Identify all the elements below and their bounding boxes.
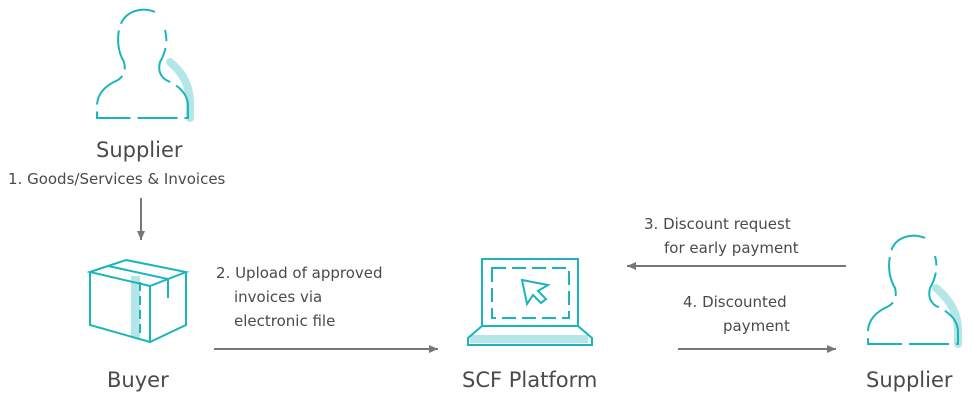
step2-label-line1: 2. Upload of approved	[216, 264, 383, 282]
step4-label-line1: 4. Discounted	[683, 293, 787, 311]
supplier-top-person-icon	[96, 8, 194, 122]
step3-label-line1: 3. Discount request	[644, 215, 791, 233]
step4-label-line2: payment	[723, 317, 790, 335]
step1-label: 1. Goods/Services & Invoices	[8, 170, 226, 188]
supplier-top-label: Supplier	[96, 138, 183, 162]
platform-label: SCF Platform	[462, 368, 598, 392]
buyer-box-icon	[86, 258, 190, 344]
step2-label-line3: electronic file	[234, 312, 336, 330]
laptop-icon	[467, 258, 593, 346]
step2-label-line2: invoices via	[234, 288, 323, 306]
step3-label-line2: for early payment	[664, 239, 799, 257]
supplier-right-label: Supplier	[866, 368, 953, 392]
supplier-right-person-icon	[867, 234, 962, 348]
buyer-label: Buyer	[107, 368, 169, 392]
